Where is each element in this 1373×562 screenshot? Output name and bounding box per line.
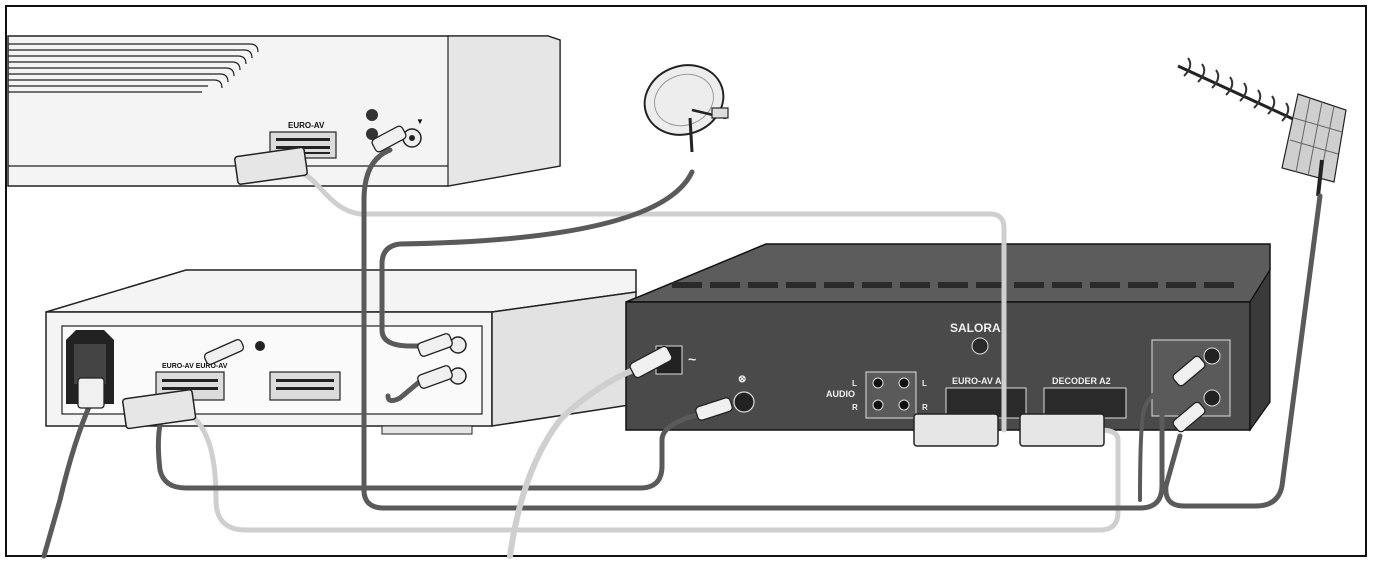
plug-vcr-mains xyxy=(77,377,105,409)
plug-receiver-a1 xyxy=(913,413,999,447)
plug-receiver-a2 xyxy=(1019,413,1105,447)
receiver-scart-a2-label: DECODER A2 xyxy=(1052,376,1111,386)
dish-lnb xyxy=(711,107,729,119)
tv-scart-label: EURO-AV xyxy=(288,121,325,130)
receiver-side xyxy=(1249,267,1271,432)
receiver-icon: SALORA ~ ⊗ AUDIO L R L R EURO-AV A1 DECO… xyxy=(625,243,1271,432)
receiver-scart-a2 xyxy=(1043,387,1127,419)
vcr-mains-socket-inner xyxy=(74,344,106,384)
plug-tv-antenna xyxy=(371,125,407,153)
tv-icon: EURO-AV ▼ xyxy=(7,35,561,187)
cable-vcr-to-lnb xyxy=(155,399,723,491)
plug-vcr-scart xyxy=(122,389,197,430)
receiver-audio-panel xyxy=(865,371,917,419)
vcr-scart-1-label: EURO-AV EURO-AV xyxy=(162,363,228,370)
cable-dish-to-vcr xyxy=(379,169,695,349)
tv-jack-1 xyxy=(366,109,378,121)
plug-receiver-rf-out xyxy=(1172,401,1206,433)
dish-reflector-inner xyxy=(654,73,714,127)
vcr-foot xyxy=(381,425,473,435)
dish-mount xyxy=(688,117,694,153)
receiver-brand: SALORA xyxy=(950,321,1001,335)
receiver-din-socket xyxy=(971,337,989,355)
cable-tv-ant-to-vcr xyxy=(361,147,1183,511)
tv-vents xyxy=(8,43,259,93)
cable-vcr-scart-to-decoder xyxy=(187,411,1121,533)
receiver-audio-r1 xyxy=(872,399,884,411)
cables xyxy=(41,147,1323,559)
receiver-vents xyxy=(672,282,1234,288)
plug-tv-scart xyxy=(234,146,308,185)
tv-jack-2 xyxy=(366,128,378,140)
receiver-audio-r-label: R xyxy=(852,403,858,412)
cable-tv-scart-to-receiver xyxy=(297,169,1007,433)
vcr-scart-2-pins xyxy=(276,379,334,390)
receiver-audio-l-label: L xyxy=(852,379,857,388)
plug-receiver-rf-in xyxy=(1172,355,1206,387)
antenna-elements xyxy=(1183,57,1290,122)
receiver-lnb-symbol: ⊗ xyxy=(738,374,746,385)
vcr-scart-1-pins xyxy=(162,379,218,390)
receiver-audio-l-label-2: L xyxy=(922,379,927,388)
receiver-rf-out xyxy=(1203,389,1221,407)
antenna-mast xyxy=(1316,159,1324,197)
receiver-audio-l1 xyxy=(872,377,884,389)
receiver-power-symbol: ~ xyxy=(688,351,696,367)
plug-vcr-ant-in xyxy=(417,333,453,357)
cable-receiver-rf-loop xyxy=(1138,370,1188,502)
receiver-audio-r2 xyxy=(898,399,910,411)
vcr-side xyxy=(491,291,637,427)
receiver-audio-r-label-2: R xyxy=(922,403,928,412)
receiver-audio-l2 xyxy=(898,377,910,389)
vcr-jack xyxy=(255,341,265,351)
receiver-scart-a1-label: EURO-AV A1 xyxy=(952,376,1007,386)
vcr-scart-2 xyxy=(269,371,341,401)
cable-vcr-mains xyxy=(41,397,95,559)
cable-antenna-to-receiver xyxy=(1163,193,1323,509)
plugs xyxy=(77,125,1206,447)
plug-vcr-ant-out xyxy=(417,365,453,389)
receiver-rf-in xyxy=(1203,347,1221,365)
plug-receiver-lnb xyxy=(695,397,733,421)
receiver-scart-a1 xyxy=(945,387,1027,419)
receiver-lnb-in xyxy=(733,391,755,413)
satellite-dish-icon xyxy=(643,64,729,153)
cable-vcr-out-loop xyxy=(385,375,427,404)
plug-receiver-power xyxy=(629,345,673,379)
tv-antenna-symbol: ▼ xyxy=(416,117,424,126)
plug-vcr-jack xyxy=(203,339,245,365)
cable-receiver-mains xyxy=(507,359,657,559)
tv-side xyxy=(447,35,561,187)
antenna-icon xyxy=(1177,57,1347,197)
tv-antenna-jack-core xyxy=(409,135,415,141)
receiver-audio-label: AUDIO xyxy=(826,389,855,399)
